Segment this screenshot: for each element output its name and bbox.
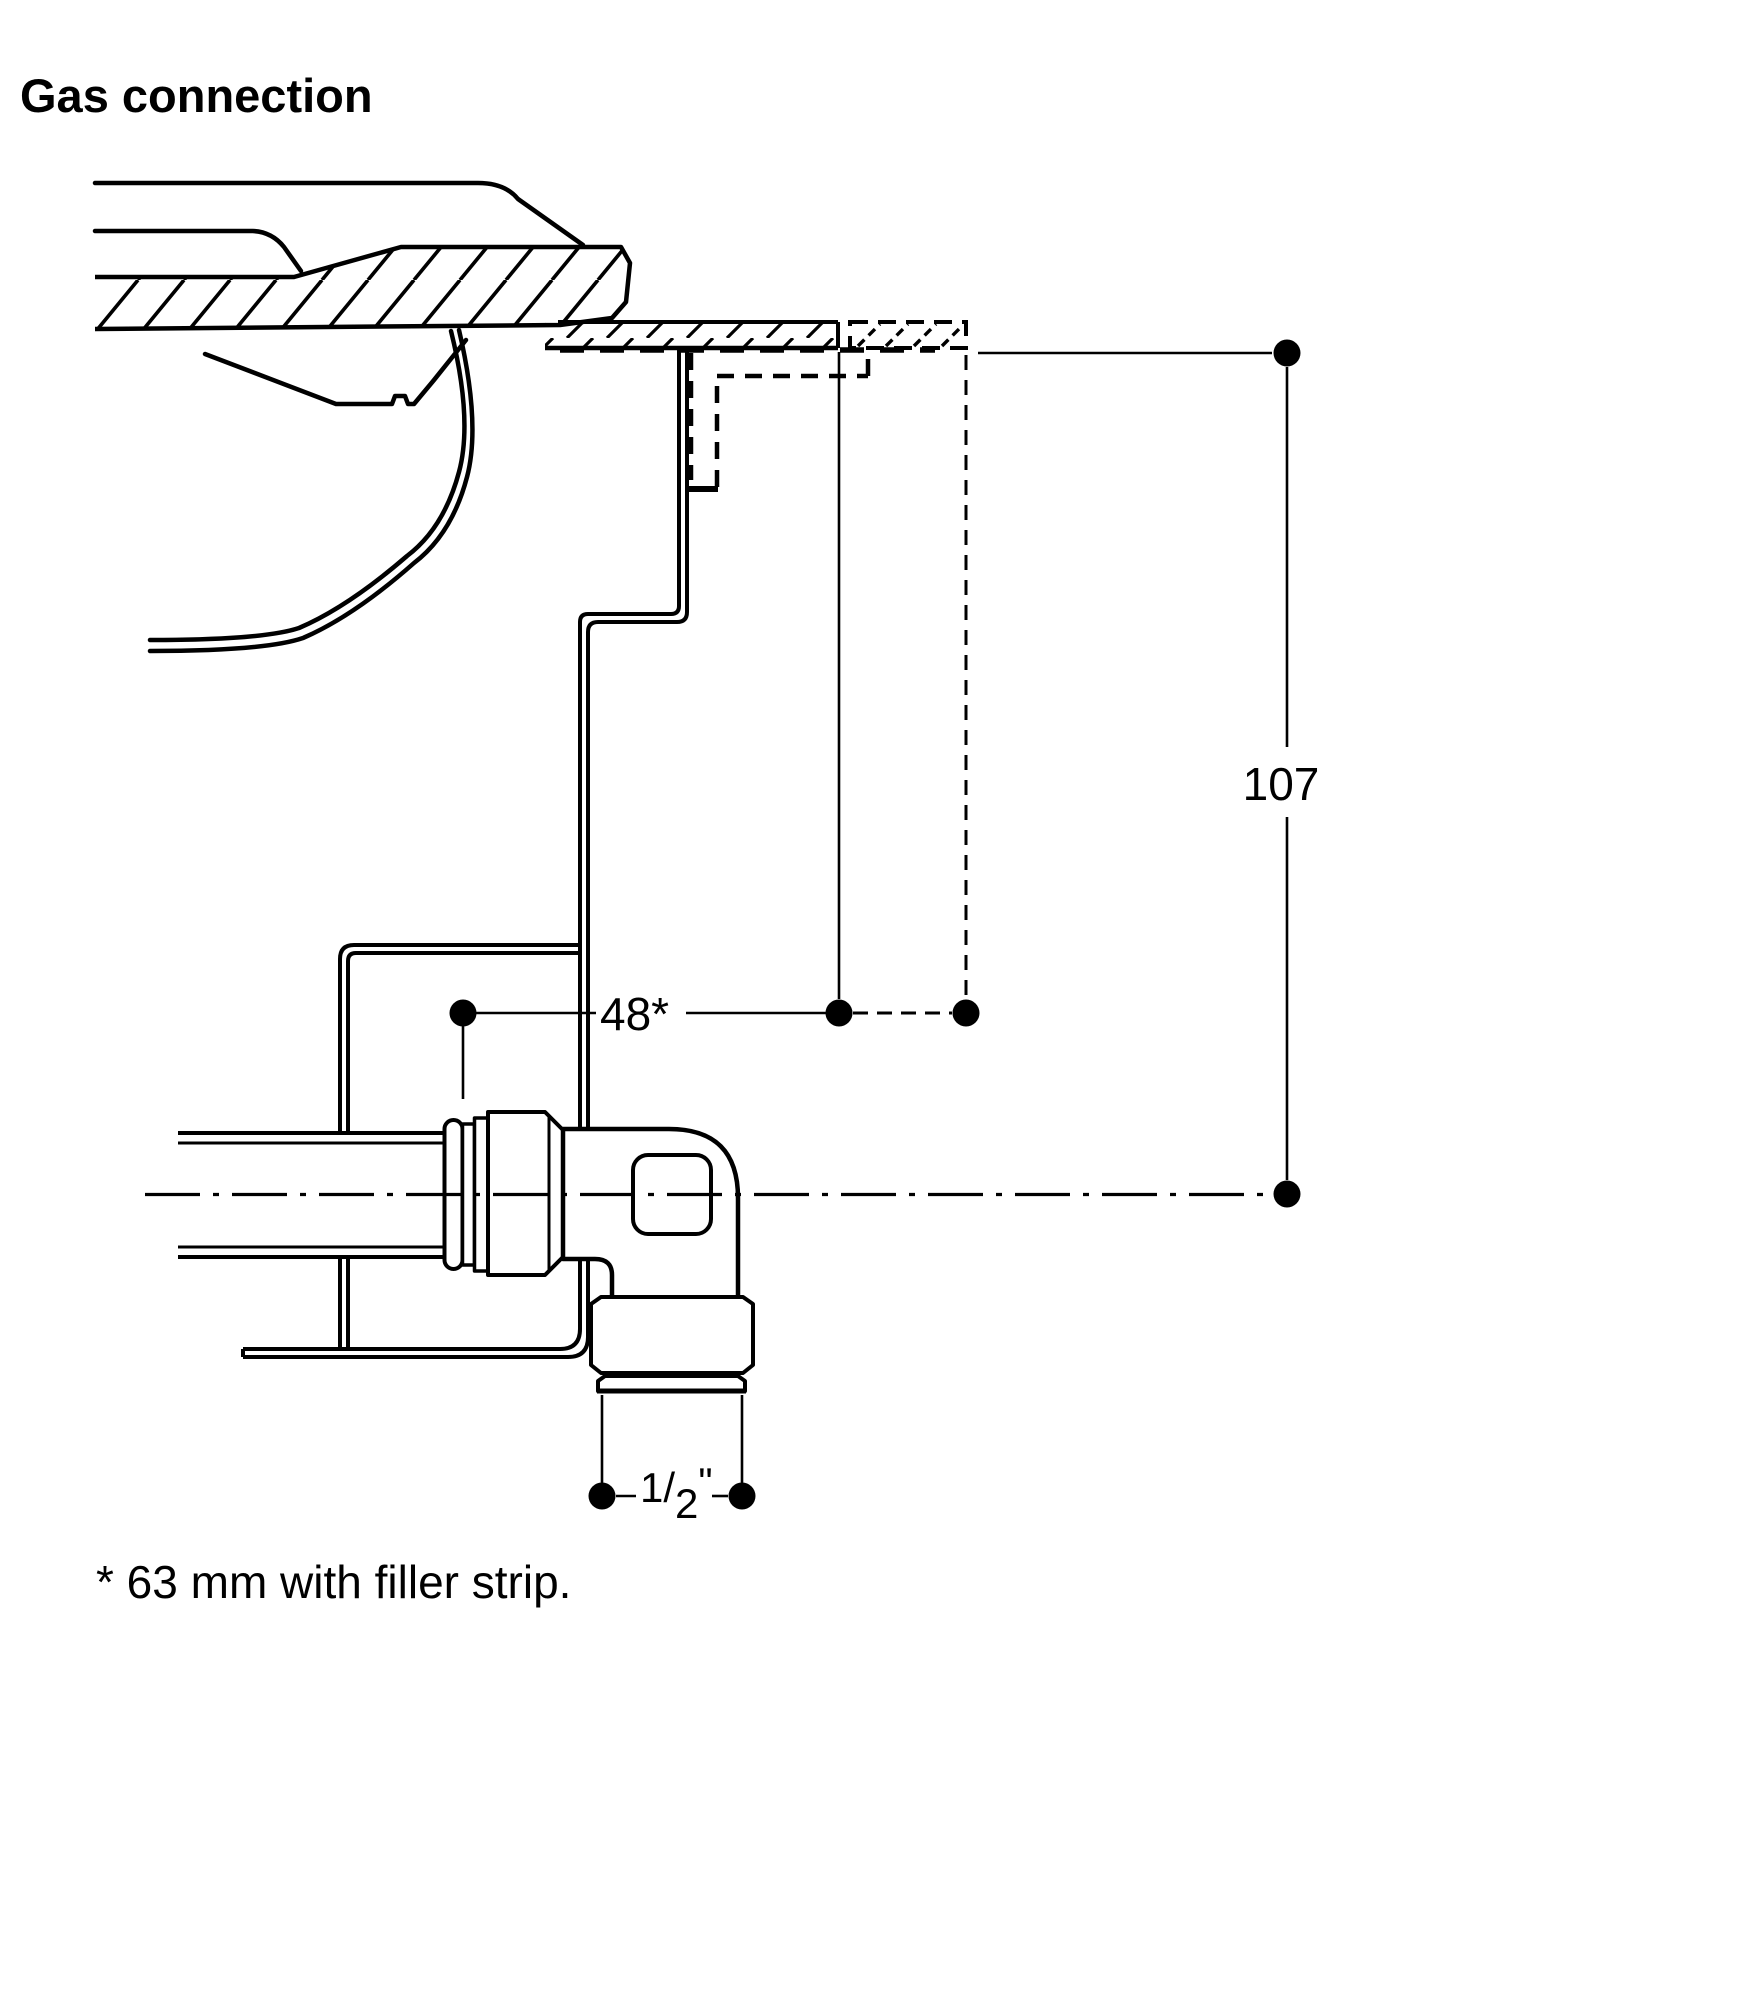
dim-107-label: 107 — [1243, 758, 1320, 810]
gas-supply-pipe — [178, 1131, 452, 1259]
elbow-fitting-assembly — [442, 1110, 755, 1394]
dimension-48: 48* — [449, 352, 980, 1099]
footnote: * 63 mm with filler strip. — [96, 1556, 571, 1608]
dim-half-left-point — [588, 1482, 616, 1510]
dim-107-top-point — [1273, 339, 1301, 367]
page-title: Gas connection — [20, 69, 373, 122]
dim-48-label: 48* — [600, 988, 669, 1040]
bracket-dashed-alternate — [688, 353, 871, 487]
filler-strip-hatch — [856, 322, 962, 348]
mounting-bracket — [241, 348, 689, 1359]
dimension-half-inch: 1/2" — [588, 1395, 756, 1527]
compartment-outer-line — [338, 943, 580, 1131]
dim-half-right-point — [728, 1482, 756, 1510]
filler-strip-dashed-outline — [688, 320, 968, 492]
counter-lip-hatch — [545, 322, 838, 348]
countertop-slab-hatch — [95, 247, 630, 329]
dim-half-inch-mark: " — [698, 1461, 712, 1505]
dimension-107: 107 — [978, 339, 1320, 1208]
lower-union-nut — [589, 1295, 755, 1375]
cooktop-top-outline — [92, 180, 586, 248]
bracket-outer-line — [243, 348, 689, 1359]
burner-bowl-inner — [147, 327, 475, 654]
burner-bowl-outer — [147, 328, 467, 643]
dim-half-label: 1/2" — [640, 1461, 713, 1527]
dim-48-left-point — [449, 999, 477, 1027]
washer-1 — [460, 1122, 477, 1267]
dim-48-right-point — [952, 999, 980, 1027]
dim-half-numerator: 1/ — [640, 1464, 675, 1511]
dim-48-mid-point — [825, 999, 853, 1027]
cooktop-underside-outline — [202, 337, 469, 407]
cooktop-panel-outline — [92, 228, 304, 274]
cooktop-profile — [92, 180, 586, 654]
bracket-inner-line — [243, 348, 681, 1351]
connection-compartment — [338, 943, 580, 1349]
dim-half-denominator: 2 — [675, 1480, 698, 1527]
dim-107-bottom-point — [1273, 1180, 1301, 1208]
filler-strip-rect — [848, 320, 968, 350]
compartment-inner-line — [346, 951, 580, 1131]
countertop-section — [94, 244, 935, 353]
